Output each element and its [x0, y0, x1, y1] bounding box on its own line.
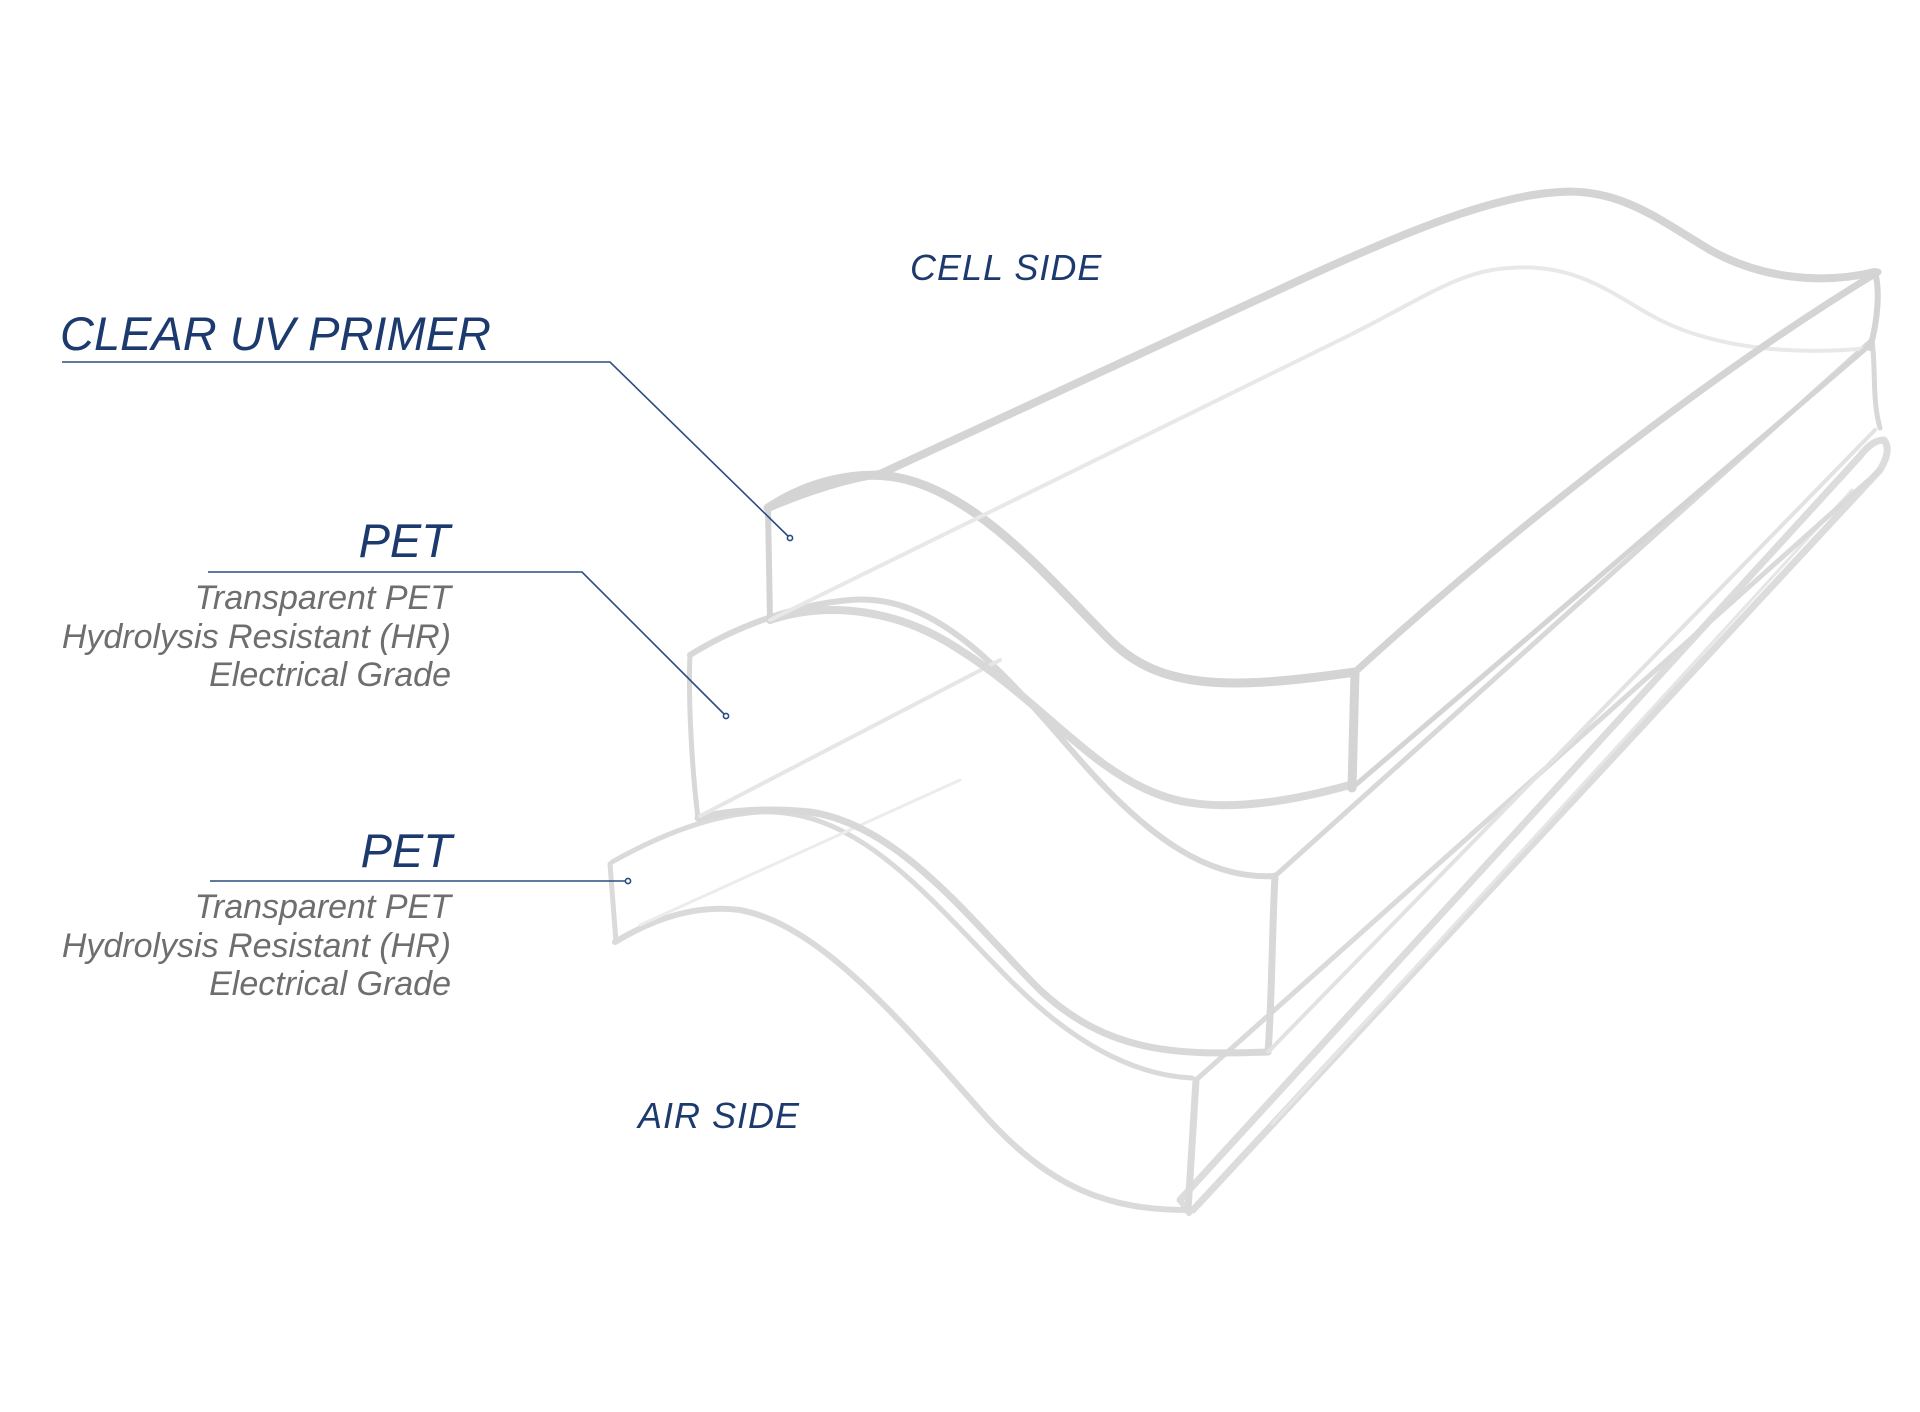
- leader-lines: [62, 361, 794, 885]
- layer-detail-line: Transparent PET: [194, 579, 451, 617]
- leader-dot-pet-middle: [722, 712, 730, 720]
- leader-dot-primer: [786, 534, 794, 542]
- layer-details-pet-middle: Transparent PET Hydrolysis Resistant (HR…: [62, 579, 451, 695]
- layer-detail-line: Electrical Grade: [209, 656, 451, 694]
- layer-detail-line: Hydrolysis Resistant (HR): [61, 617, 451, 656]
- leader-dot-pet-lower: [624, 877, 632, 885]
- primer-layer-top-drawing: [763, 187, 1882, 810]
- leader-line-primer: [62, 361, 791, 539]
- pet-layer-lower-drawing: [607, 467, 1883, 1214]
- leader-line-pet-middle: [208, 571, 727, 717]
- pet-layer-middle-drawing: [686, 337, 1883, 1057]
- layer-title-primer: CLEAR UV PRIMER: [60, 307, 491, 360]
- layer-title-pet-lower: PET: [360, 824, 452, 877]
- layer-title-pet-middle: PET: [358, 514, 450, 567]
- layer-detail-line: Hydrolysis Resistant (HR): [61, 926, 451, 965]
- layer-detail-line: Transparent PET: [194, 888, 451, 926]
- layer-details-pet-lower: Transparent PET Hydrolysis Resistant (HR…: [62, 888, 451, 1004]
- layer-detail-line: Electrical Grade: [209, 965, 451, 1003]
- cell-side-label: CELL SIDE: [910, 247, 1103, 288]
- air-side-label: AIR SIDE: [638, 1095, 801, 1136]
